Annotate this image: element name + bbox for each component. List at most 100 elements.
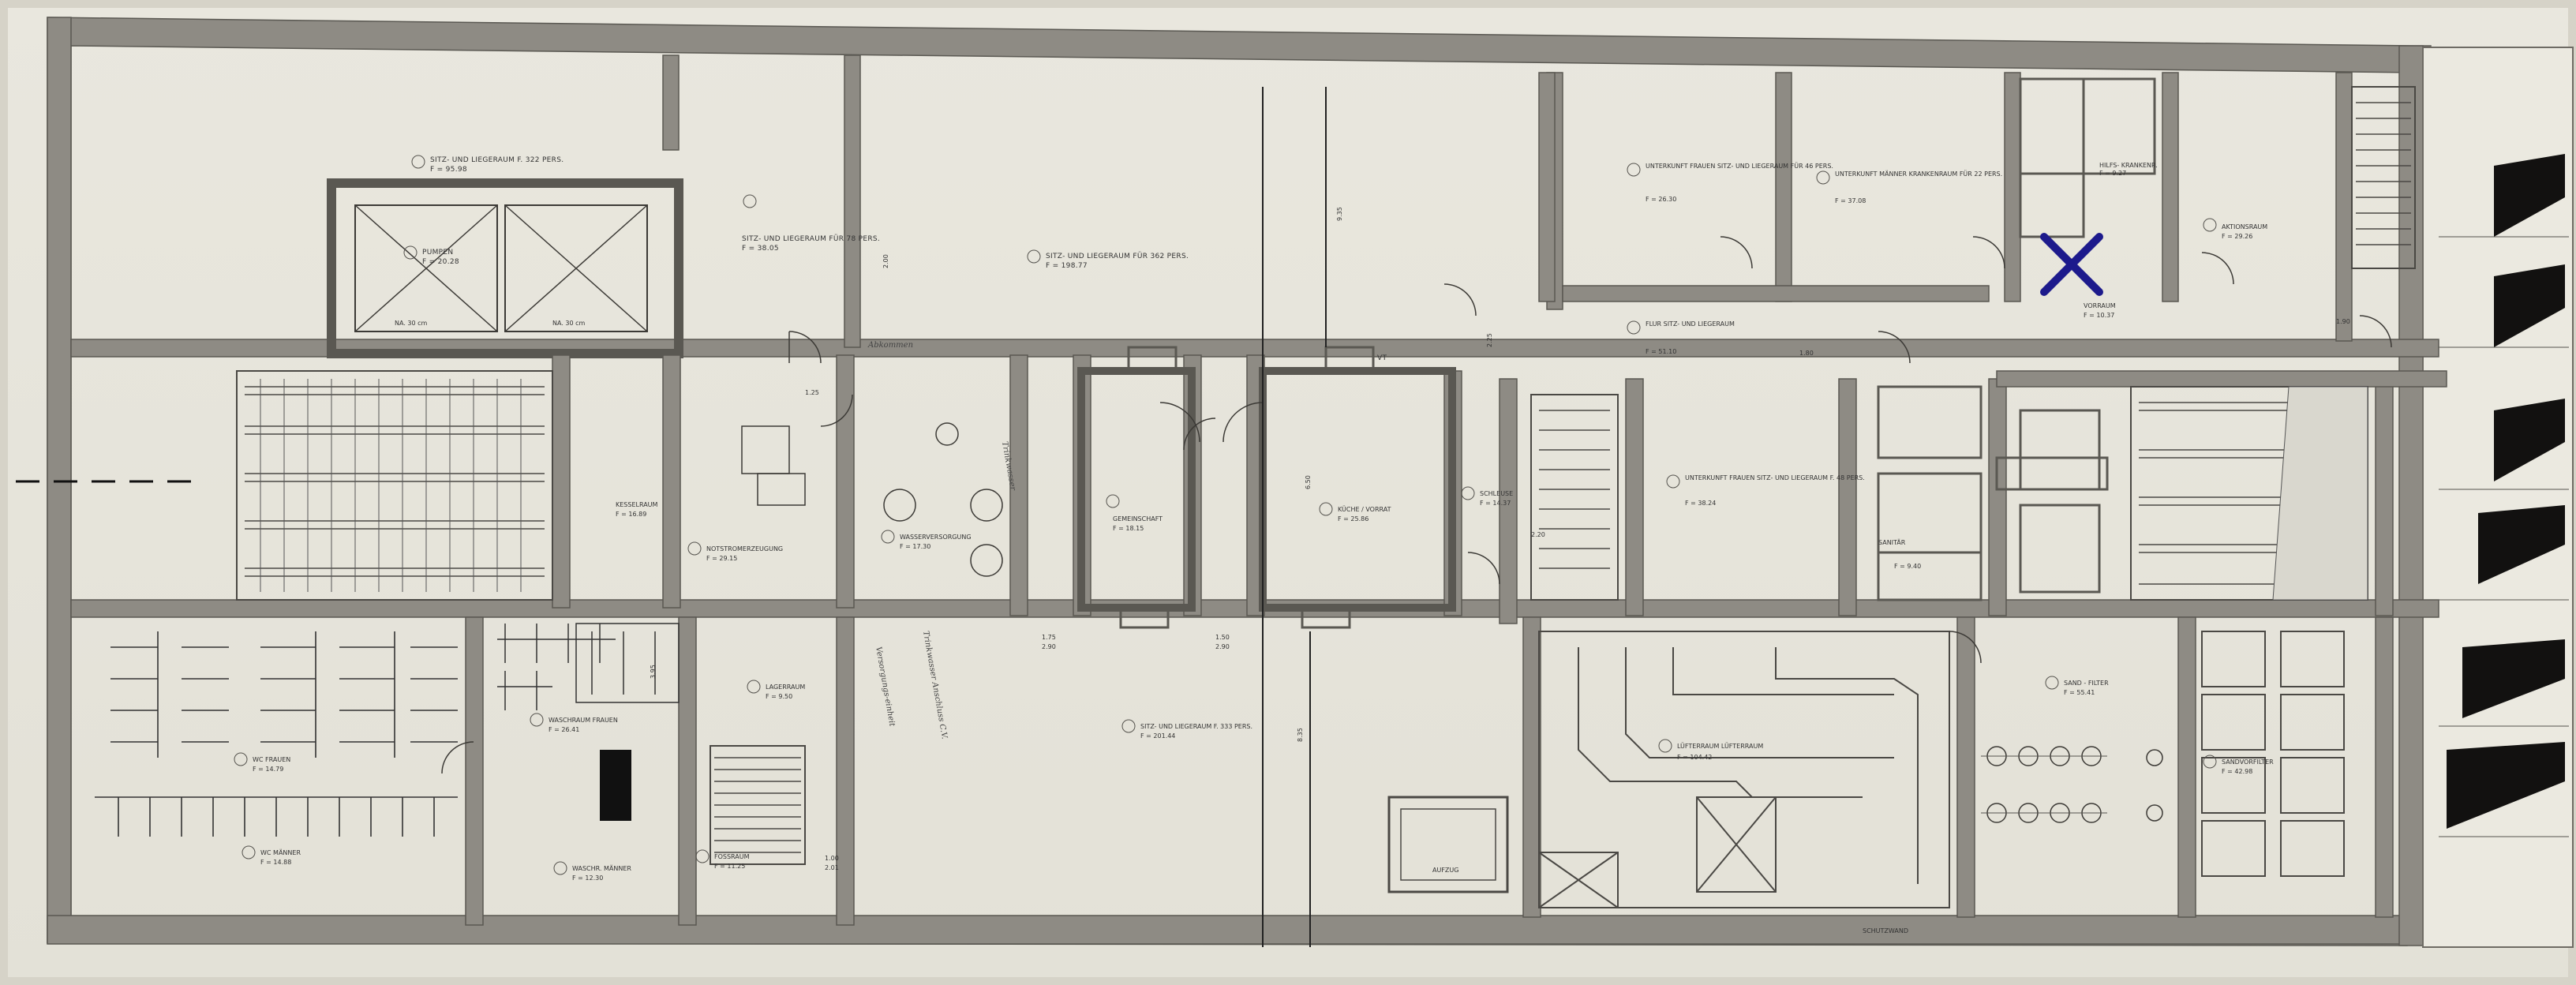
wash-basins — [497, 623, 680, 710]
dimension-d15: 1.00 — [825, 855, 839, 862]
room-area-gemeinschaft-2: F = 25.86 — [1338, 515, 1368, 522]
stair-grand-left — [16, 370, 553, 601]
dimension-d4: 6.50 — [1305, 475, 1312, 489]
small-rooms-right — [1877, 77, 2156, 601]
stair-top-right — [2351, 86, 2416, 269]
room-label-wasser: WASSERVERSORGUNG — [900, 534, 972, 541]
room-label-wc-maenner: WC MÄNNER — [260, 848, 301, 856]
dimension-d9: 1.50 — [1215, 634, 1230, 641]
axis-lines — [1262, 87, 1327, 947]
dimension-d3: 9.35 — [1336, 207, 1343, 221]
room-label-kesselraum: KESSELRAUM — [616, 501, 658, 508]
dimension-d1: 2.00 — [882, 254, 889, 268]
handwritten-note-2: Abkommen — [867, 341, 913, 350]
dimension-d12: 1.90 — [2336, 318, 2350, 325]
room-area-sitz-78: F = 38.05 — [742, 245, 779, 253]
handwritten-note-3: Versorgungs-einheit — [874, 646, 897, 728]
room-label-unterkunft-maenner: UNTERKUNFT MÄNNER KRANKENRAUM FÜR 22 PER… — [1835, 170, 2002, 178]
room-area-sitz-links: F = 95.98 — [430, 166, 467, 174]
room-label-wc-frauen: WC FRAUEN — [253, 756, 290, 763]
room-label-sandfilter-2: SANDVORFILTER — [2222, 758, 2274, 766]
room-area-filter: F = 55.41 — [2064, 689, 2095, 696]
room-label-gemeinschaft-1: GEMEINSCHAFT — [1113, 515, 1163, 522]
room-label-fossraum: FOSSRAUM — [714, 853, 750, 860]
narrow-rooms — [1077, 346, 1456, 629]
room-label-schleuse-1: SCHLEUSE — [1480, 490, 1513, 497]
room-area-gemeinschaft-1: F = 18.15 — [1113, 525, 1144, 532]
room-area-unterkunft-frauen: F = 26.30 — [1646, 196, 1676, 203]
room-label-pumpen: PUMPEN — [422, 249, 453, 257]
room-area-wc-frauen: F = 14.79 — [253, 766, 283, 773]
room-label-unterkunft-frauen: UNTERKUNFT FRAUEN SITZ- UND LIEGERAUM FÜ… — [1646, 162, 1833, 170]
notausgang-right: NA. 30 cm — [552, 320, 586, 327]
room-area-aktionsraum: F = 29.26 — [2222, 233, 2252, 240]
room-area-waschraum-frauen: F = 26.41 — [549, 726, 579, 733]
room-labels: SITZ- UND LIEGERAUM F. 322 PERS. F = 95.… — [234, 155, 2274, 882]
schutzwand-label: SCHUTZWAND — [1863, 927, 1908, 934]
dimension-d13: 2.20 — [1531, 531, 1545, 538]
dimension-d2: 1.25 — [805, 389, 819, 396]
room-area-pumpen: F = 20.28 — [422, 258, 459, 266]
room-area-schleuse-1: F = 14.37 — [1480, 500, 1511, 507]
interior-walls — [70, 54, 2447, 926]
wc-fixtures-left — [95, 631, 458, 837]
room-area-wasser: F = 17.30 — [900, 543, 930, 550]
room-area-lagerraum: F = 9.50 — [766, 693, 792, 700]
room-label-gemeinschaft-2: KÜCHE / VORRAT — [1338, 505, 1391, 513]
room-label-waschraum-maenner: WASCHR. MÄNNER — [572, 864, 631, 872]
room-label-sitz-333: SITZ- UND LIEGERAUM F. 333 PERS. — [1140, 723, 1252, 730]
room-label-sitz-362: SITZ- UND LIEGERAUM FÜR 362 PERS. — [1046, 252, 1189, 260]
aufzug-label: AUFZUG — [1432, 867, 1458, 874]
room-label-sanitaer: SANITÄR — [1878, 538, 1906, 546]
dimension-d7: 1.75 — [1042, 634, 1056, 641]
room-area-wc-maenner: F = 14.88 — [260, 859, 291, 866]
door-swings — [441, 236, 2392, 774]
stair-bottom-left — [710, 745, 806, 865]
room-area-sitz-362: F = 198.77 — [1046, 262, 1088, 270]
room-area-notstrom: F = 29.15 — [706, 555, 737, 562]
location-marker-x — [2040, 233, 2103, 296]
notausgang-left: NA. 30 cm — [395, 320, 428, 327]
room-label-sitz-links: SITZ- UND LIEGERAUM F. 322 PERS. — [430, 156, 564, 164]
room-area-sandfilter-2: F = 42.98 — [2222, 768, 2252, 775]
dimension-d5: 8.35 — [1297, 728, 1304, 742]
handwritten-note-4: Trinkwasser Anschluss C.V. — [921, 631, 949, 740]
stair-mid — [1530, 394, 1619, 601]
aufzug-box — [1387, 796, 1509, 893]
room-area-kesselraum: F = 16.89 — [616, 511, 646, 518]
room-label-hilfs: HILFS- KRANKENR. — [2099, 162, 2158, 169]
room-label-aktionsraum: AKTIONSRAUM — [2222, 223, 2267, 230]
room-area-waschraum-maenner: F = 12.30 — [572, 875, 603, 882]
filter-grid — [2201, 631, 2345, 877]
room-label-notstrom: NOTSTROMERZEUGUNG — [706, 545, 783, 552]
outer-wall — [47, 17, 2432, 946]
luefter-ducts — [1538, 631, 1950, 908]
room-area-fossraum: F = 11.25 — [714, 863, 745, 870]
room-area-flur: F = 51.10 — [1646, 348, 1676, 355]
room-area-sitz-333: F = 201.44 — [1140, 732, 1175, 740]
room-area-hilfs: F = 9.27 — [2099, 170, 2126, 177]
dimension-marks: 2.00 1.25 9.35 6.50 8.35 2.90 1.75 2.90 … — [650, 207, 2350, 871]
room-area-unterkunft-maenner: F = 37.08 — [1835, 197, 1866, 204]
filter-circles — [1981, 746, 2163, 823]
stair-grand-right — [2130, 386, 2368, 601]
exterior-wedges — [2422, 47, 2574, 948]
dimension-d6: 2.90 — [1042, 643, 1056, 650]
dimension-d16: 2.01 — [825, 864, 839, 871]
vt-label: VT — [1377, 354, 1387, 362]
black-panel — [600, 750, 631, 821]
room-area-unterkunft-frauen-2: F = 38.24 — [1685, 500, 1716, 507]
handwritten-note-1: Trinkwasser — [1000, 441, 1017, 492]
room-area-sanitaer: F = 9.40 — [1894, 563, 1921, 570]
room-label-lagerraum: LAGERRAUM — [766, 684, 805, 691]
room-label-flur: FLUR SITZ- UND LIEGERAUM — [1646, 320, 1735, 328]
tank-circles — [741, 422, 1003, 577]
room-label-filter: SAND - FILTER — [2064, 680, 2109, 687]
dimension-d8: 2.90 — [1215, 643, 1230, 650]
room-label-unterkunft-frauen-2: UNTERKUNFT FRAUEN SITZ- UND LIEGERAUM F.… — [1685, 474, 1865, 481]
room-label-sitz-78: SITZ- UND LIEGERAUM FÜR 78 PERS. — [742, 234, 880, 243]
dimension-d11: 1.80 — [1799, 350, 1814, 357]
room-area-luefterraum: F = 104.42 — [1677, 754, 1712, 761]
